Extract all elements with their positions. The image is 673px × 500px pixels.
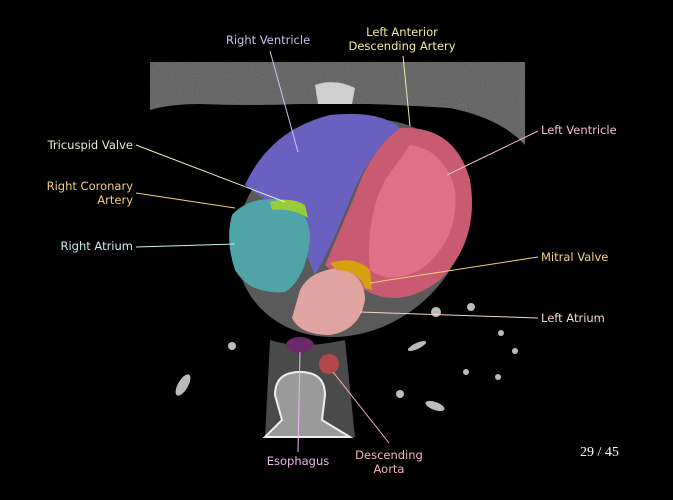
aorta-region xyxy=(319,354,339,374)
label-lad-line1: Left Anterior xyxy=(366,25,438,39)
mitral-valve-leader xyxy=(369,256,539,284)
label-aorta-line2: Aorta xyxy=(373,462,405,476)
label-left-atrium: Left Atrium xyxy=(541,311,605,325)
mitral-valve-region xyxy=(330,260,372,290)
tricuspid-valve-region xyxy=(270,199,308,218)
label-lad-line2: Descending Artery xyxy=(348,39,456,53)
posterior-mediastinum xyxy=(262,337,355,438)
esophagus-leader xyxy=(297,351,301,453)
label-left-ventricle: Left Ventricle xyxy=(541,123,617,137)
label-aorta-line1: Descending xyxy=(355,448,423,462)
heart xyxy=(229,113,472,337)
leader-lines xyxy=(135,50,539,453)
right-ventricle-leader xyxy=(269,50,299,153)
vertebra xyxy=(262,370,354,438)
label-right-ventricle: Right Ventricle xyxy=(225,33,311,47)
label-descending-aorta: Descending Aorta xyxy=(355,448,423,476)
label-right-atrium: Right Atrium xyxy=(60,239,133,253)
label-rca-line1: Right Coronary xyxy=(46,179,133,193)
right-atrium-leader xyxy=(135,243,236,248)
slide-counter: 29 / 45 xyxy=(580,445,619,460)
label-tricuspid-valve: Tricuspid Valve xyxy=(47,138,133,152)
descending-aorta-leader xyxy=(332,371,390,444)
label-esophagus: Esophagus xyxy=(266,454,330,468)
label-lad: Left Anterior Descending Artery xyxy=(348,25,455,53)
esophagus-region xyxy=(286,337,314,353)
label-mitral-valve: Mitral Valve xyxy=(541,250,609,264)
right-coronary-artery-leader xyxy=(135,192,236,209)
right-atrium-region xyxy=(229,199,310,293)
left-atrium-region xyxy=(292,268,365,335)
left-ventricle-leader xyxy=(446,130,539,176)
tricuspid-valve-leader xyxy=(135,144,286,203)
lung-vessels xyxy=(175,303,518,412)
right-ventricle-region xyxy=(245,113,400,275)
chest-wall xyxy=(150,62,525,145)
left-atrium-leader xyxy=(359,311,539,319)
label-rca-line2: Artery xyxy=(97,193,133,207)
label-right-coronary-artery: Right Coronary Artery xyxy=(47,179,133,207)
lad-leader xyxy=(402,55,411,127)
